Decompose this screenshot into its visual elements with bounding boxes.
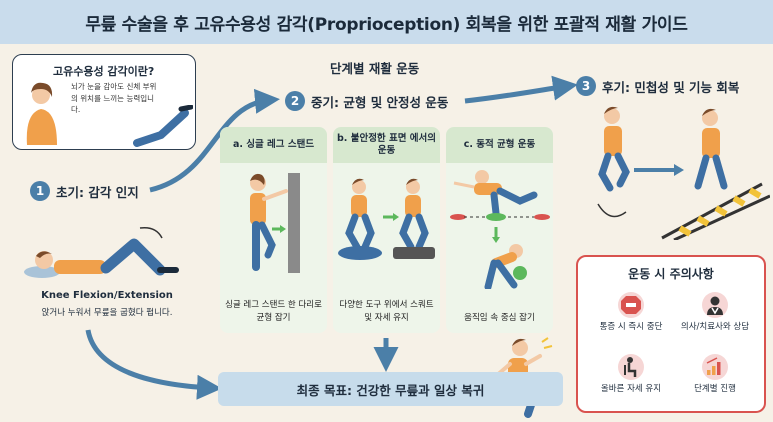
stage-2-label: 2 중기: 균형 및 안정성 운동 [285,91,448,111]
panel-b-caption: 다양한 도구 위에서 스쿼트 및 자세 유지 [339,299,434,323]
panel-b-header: b. 불안정한 표면 에서의 운동 [333,127,440,163]
posture-icon [618,354,644,380]
caution-item-posture: 올바른 자세 유지 [590,353,672,395]
single-leg-stand-illustration [250,173,300,273]
stage-2-number: 2 [285,91,305,111]
arrow-stage1-to-stage2 [149,88,280,193]
doctor-icon [702,292,728,318]
step-chart-icon [702,354,728,380]
dynamic-balance-illustration [450,170,550,289]
unstable-surface-squat-illustration [338,178,435,260]
definition-title: 고유수용성 감각이란? [53,65,155,78]
panel-a-caption: 싱글 레그 스탠드 한 다리로 균형 잡기 [225,299,322,323]
woman-meditating-icon [26,82,57,145]
definition-box: 고유수용성 감각이란? 뇌가 눈을 감아도 신체 부위의 위치를 느끼는 능력입… [12,54,196,150]
stop-sign-icon [618,292,644,318]
page-title: 무릎 수술을 후 고유수용성 감각(Proprioception) 회복을 위한… [85,14,688,35]
arrow-stage2-to-stage3 [464,75,578,104]
panel-c-caption: 움직임 속 중심 잡기 [464,312,535,323]
final-goal-bar: 최종 목표: 건강한 무릎과 일상 복귀 [218,372,563,406]
caution-item-posture-text: 올바른 자세 유지 [600,384,662,394]
stage-3-label: 3 후기: 민첩성 및 기능 회복 [576,76,739,96]
stage-1-number: 1 [30,181,50,201]
stage-1-label: 1 초기: 감각 인지 [30,181,139,201]
arrow-knee-to-goal [85,329,222,400]
panel-single-leg-stand: a. 싱글 레그 스탠드 싱글 레그 스탠드 한 다리로 균형 잡기 [220,127,327,333]
caution-item-doctor-text: 의사/치료사와 상담 [680,322,750,332]
caution-item-doctor: 의사/치료사와 상담 [674,291,756,333]
caution-item-stop: 통증 시 즉시 중단 [590,291,672,333]
stage-3-text: 후기: 민첩성 및 기능 회복 [602,79,740,95]
section-title: 단계별 재활 운동 [330,61,420,76]
caution-item-stop-text: 통증 시 즉시 중단 [599,322,663,332]
caution-item-progress-text: 단계별 진행 [694,384,736,394]
title-banner: 무릎 수술을 후 고유수용성 감각(Proprioception) 회복을 위한… [0,0,773,44]
knee-exercise-title: Knee Flexion/Extension [41,290,173,301]
definition-text: 뇌가 눈을 감아도 신체 부위의 위치를 느끼는 능력입니다. [71,82,157,115]
knee-exercise-desc: 앉거나 누워서 무릎을 굽혔다 펍니다. [41,308,173,318]
stage-1-text: 초기: 감각 인지 [56,184,139,200]
panel-dynamic-balance: c. 동적 균형 운동 움직임 속 중심 잡기 [446,127,553,333]
caution-item-progress: 단계별 진행 [674,353,756,395]
lying-knee-exercise-illustration [24,226,179,278]
raised-leg-icon [133,105,193,147]
agility-ladder-illustration [597,106,770,240]
stage-2-text: 중기: 균형 및 안정성 운동 [311,94,449,110]
panel-a-header: a. 싱글 레그 스탠드 [220,127,327,163]
caution-box: 운동 시 주의사항 통증 시 즉시 중단 의사/치료사와 상담 올바른 자세 유… [576,255,766,413]
stage-3-number: 3 [576,76,596,96]
panel-unstable-surface: b. 불안정한 표면 에서의 운동 다양한 도구 위에서 스쿼트 및 자세 유지 [333,127,440,333]
panel-c-header: c. 동적 균형 운동 [446,127,553,163]
caution-title: 운동 시 주의사항 [628,267,714,281]
